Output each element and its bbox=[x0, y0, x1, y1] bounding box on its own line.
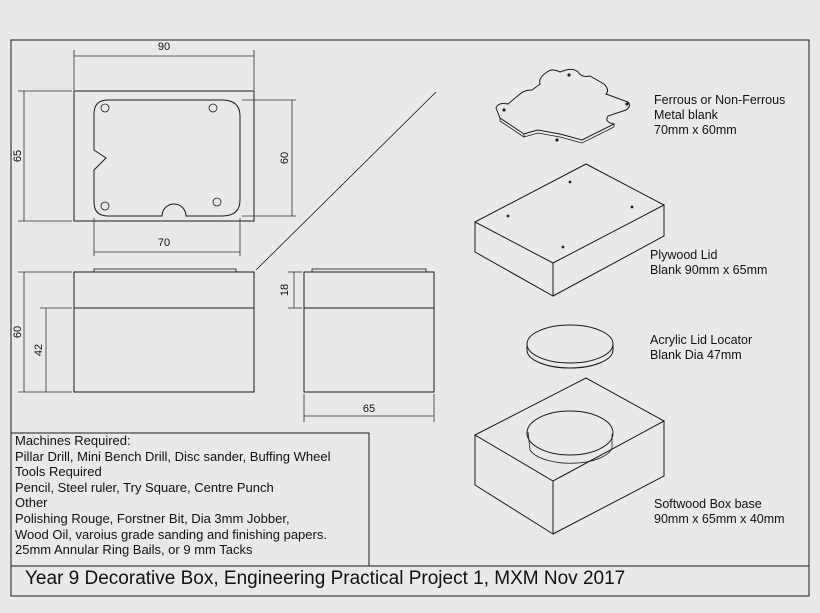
requirements-line: Wood Oil, varoius grade sanding and fini… bbox=[15, 526, 327, 542]
hole-circle bbox=[212, 197, 222, 207]
hole-circle bbox=[100, 201, 110, 211]
title-bar-frame bbox=[10, 565, 810, 597]
dim-65-label: 65 bbox=[12, 150, 24, 162]
requirements-line: Machines Required: bbox=[15, 433, 131, 448]
lid-right-face bbox=[552, 205, 665, 297]
part-name: Ferrous or Non-Ferrous bbox=[654, 93, 786, 107]
softwood-base-label: Softwood Box base 90mm x 65mm x 40mm bbox=[654, 497, 785, 527]
dim-18-label: 18 bbox=[279, 284, 291, 296]
plywood-lid-iso bbox=[473, 163, 666, 297]
dim-60-label: 60 bbox=[279, 152, 291, 164]
requirements-line: Pillar Drill, Mini Bench Drill, Disc san… bbox=[15, 448, 331, 464]
acrylic-locator-label: Acrylic Lid Locator Blank Dia 47mm bbox=[650, 333, 752, 363]
base-top-face bbox=[473, 377, 666, 482]
lid-left-face bbox=[474, 222, 554, 297]
part-size: 90mm x 65mm x 40mm bbox=[654, 512, 785, 526]
locator-side bbox=[526, 344, 614, 369]
requirements-line: Tools Required bbox=[15, 464, 102, 480]
top-view-outline bbox=[73, 90, 255, 222]
metal-blank-top bbox=[495, 68, 631, 141]
lid-top-face bbox=[473, 163, 666, 264]
side-view bbox=[288, 268, 435, 422]
dim-90-label: 90 bbox=[158, 41, 170, 53]
plate-outline bbox=[93, 99, 241, 217]
hole-circle bbox=[100, 103, 110, 113]
dim-side-65-label: 65 bbox=[363, 403, 375, 415]
softwood-base-iso bbox=[473, 377, 666, 535]
part-size: Blank Dia 47mm bbox=[650, 348, 742, 362]
base-recess bbox=[526, 410, 614, 456]
plywood-lid-label: Plywood Lid Blank 90mm x 65mm bbox=[650, 248, 767, 278]
dim-70-label: 70 bbox=[158, 237, 170, 249]
requirements-line: Pencil, Steel ruler, Try Square, Centre … bbox=[15, 479, 274, 495]
base-right-face bbox=[552, 421, 665, 535]
top-view bbox=[18, 50, 296, 256]
front-view bbox=[18, 268, 255, 393]
requirements-line: Polishing Rouge, Forstner Bit, Dia 3mm J… bbox=[15, 510, 290, 526]
title-bar: Year 9 Decorative Box, Engineering Pract… bbox=[11, 566, 809, 596]
part-name-line2: Metal blank bbox=[654, 108, 718, 122]
front-view-outline bbox=[73, 271, 255, 393]
part-size: Blank 90mm x 65mm bbox=[650, 263, 768, 277]
dim-42-label: 42 bbox=[33, 344, 45, 356]
side-view-outline bbox=[303, 271, 435, 393]
projection-line bbox=[255, 91, 437, 271]
acrylic-locator-iso bbox=[526, 324, 614, 369]
requirements-line: 25mm Annular Ring Bails, or 9 mm Tacks bbox=[15, 542, 253, 558]
hole-circle bbox=[208, 103, 218, 113]
locator-top bbox=[526, 324, 614, 364]
metal-blank-label: Ferrous or Non-Ferrous Metal blank 70mm … bbox=[654, 93, 785, 138]
base-left-face bbox=[474, 435, 554, 535]
part-name: Plywood Lid bbox=[650, 248, 718, 262]
drawing-title: Year 9 Decorative Box, Engineering Pract… bbox=[25, 568, 626, 589]
requirements-line: Other bbox=[15, 495, 48, 511]
part-name: Softwood Box base bbox=[654, 497, 762, 511]
requirements-box: Machines Required: Pillar Drill, Mini Be… bbox=[11, 433, 369, 565]
part-name: Acrylic Lid Locator bbox=[650, 333, 753, 347]
dim-front-60-label: 60 bbox=[12, 326, 24, 338]
part-size: 70mm x 60mm bbox=[654, 123, 737, 137]
metal-blank-iso bbox=[495, 68, 631, 144]
